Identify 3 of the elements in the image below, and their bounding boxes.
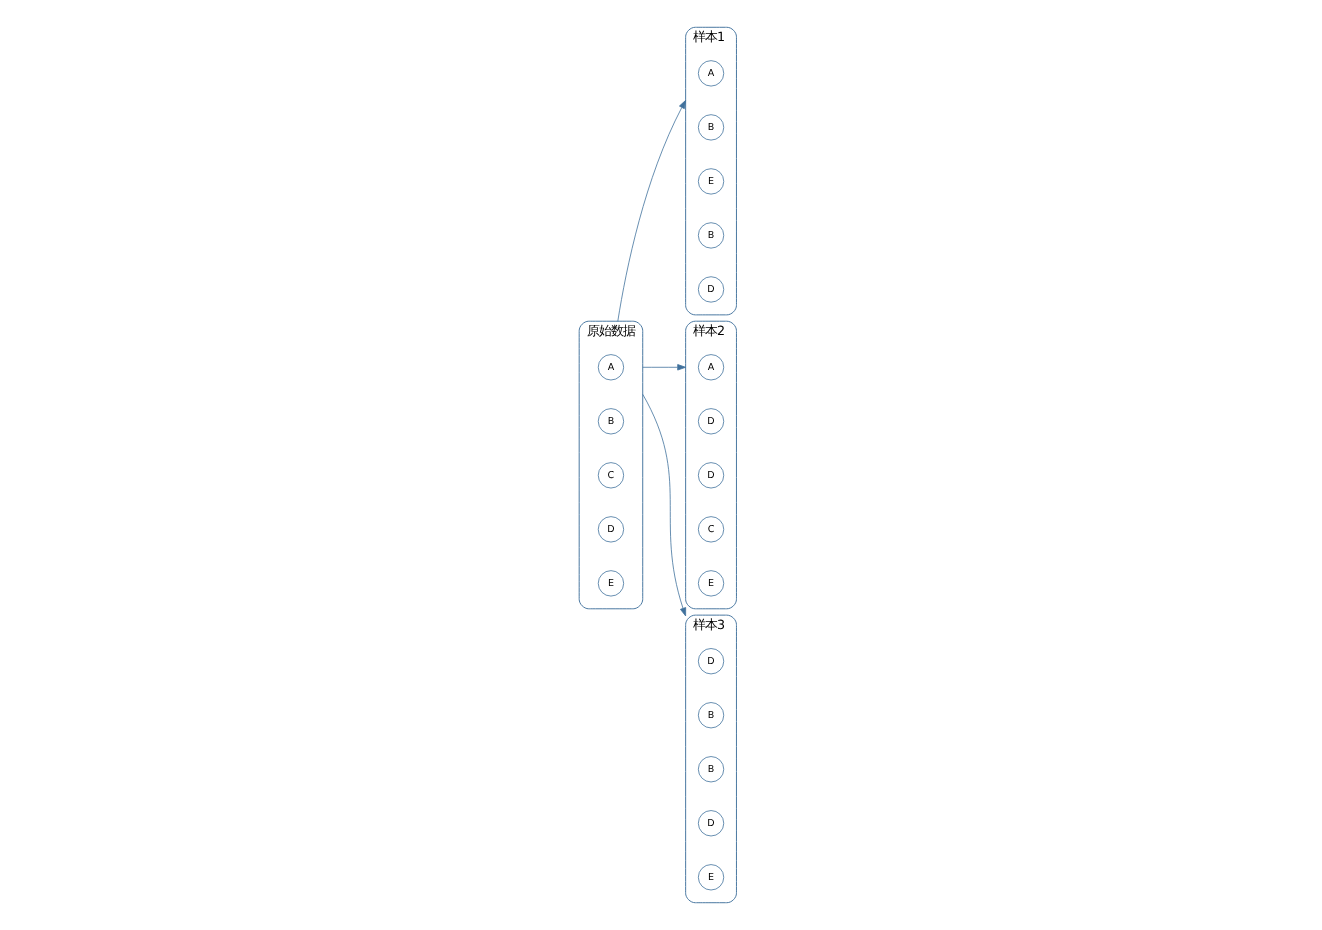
arrow [642, 364, 687, 371]
arrow [617, 99, 687, 322]
arrow [642, 393, 687, 617]
